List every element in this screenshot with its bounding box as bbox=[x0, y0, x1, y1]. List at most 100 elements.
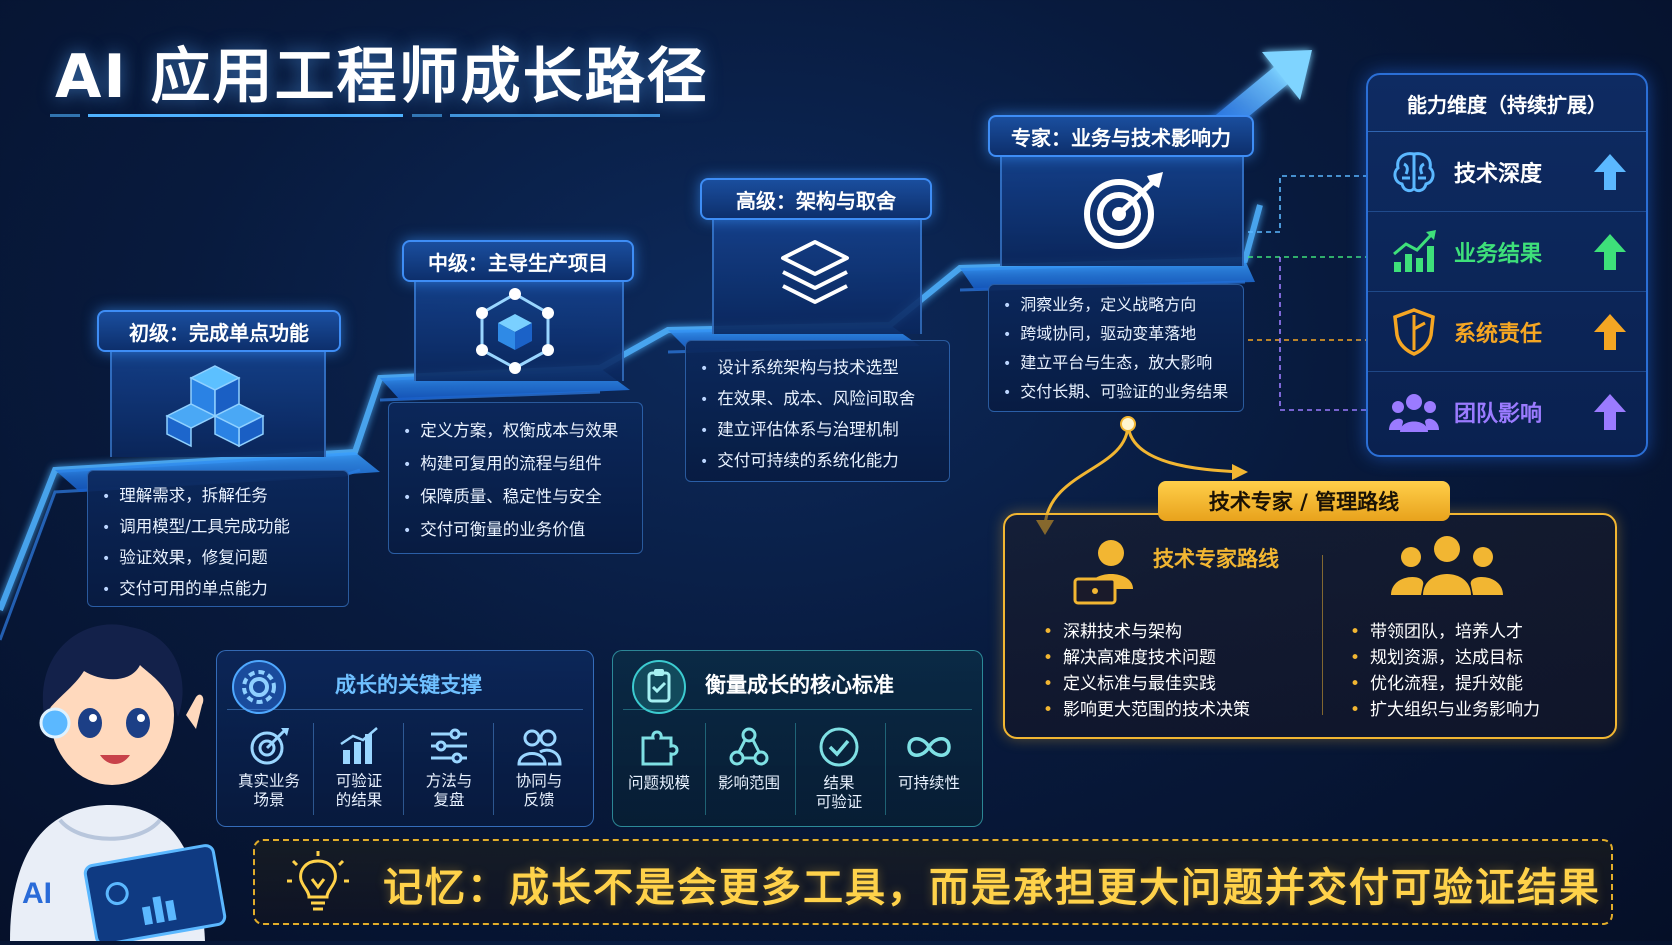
panel-divider bbox=[623, 709, 972, 710]
page-title: AI 应用工程师成长路径 bbox=[55, 42, 709, 112]
item-divider bbox=[795, 723, 796, 815]
capability-panel: 能力维度（持续扩展） 技术深度 业务结果 系统责任 bbox=[1366, 73, 1648, 457]
list-item: 跨域协同，驱动变革落地 bbox=[1003, 320, 1229, 349]
stage-3-label: 高级：架构与取舍 bbox=[700, 178, 932, 220]
memo-text: 记忆：成长不是会更多工具，而是承担更大问题并交付可验证结果 bbox=[383, 865, 1601, 911]
ai-mascot-illustration: AI bbox=[0, 605, 240, 945]
sliders-icon bbox=[431, 728, 467, 764]
stage-2-label: 中级：主导生产项目 bbox=[402, 240, 634, 282]
standard-item-label: 结果可验证 bbox=[815, 774, 863, 811]
stage-1-bullets: 理解需求，拆解任务 调用模型/工具完成功能 验证效果，修复问题 交付可用的单点能… bbox=[87, 470, 349, 607]
list-item: 扩大组织与业务影响力 bbox=[1350, 697, 1540, 723]
lightbulb-icon bbox=[285, 849, 351, 919]
engineer-laptop-icon bbox=[1071, 533, 1145, 611]
standard-item-label: 可持续性 bbox=[897, 774, 960, 792]
nodes-icon bbox=[729, 727, 769, 766]
check-circle-icon bbox=[819, 727, 859, 767]
list-item: 设计系统架构与技术选型 bbox=[700, 353, 935, 384]
list-item: 优化流程，提升效能 bbox=[1350, 671, 1540, 697]
network-cube-icon bbox=[470, 288, 560, 374]
brain-icon bbox=[1388, 146, 1440, 198]
standard-item-sustainability: 可持续性 bbox=[885, 726, 973, 793]
list-item: 调用模型/工具完成功能 bbox=[102, 512, 334, 543]
arrow-up-icon bbox=[1594, 314, 1626, 350]
target-icon bbox=[1078, 168, 1170, 254]
expert-route-title: 技术专家路线 bbox=[1153, 547, 1279, 571]
list-item: 交付长期、可验证的业务结果 bbox=[1003, 378, 1229, 407]
arrow-up-icon bbox=[1594, 234, 1626, 270]
list-item: 交付可持续的系统化能力 bbox=[700, 446, 935, 477]
list-item: 解决高难度技术问题 bbox=[1043, 645, 1250, 671]
list-item: 洞察业务，定义战略方向 bbox=[1003, 291, 1229, 320]
people-icon bbox=[517, 729, 562, 766]
route-divider bbox=[1322, 555, 1323, 715]
cube-cluster-icon bbox=[160, 360, 270, 450]
support-item-real-business: 真实业务场景 bbox=[225, 726, 313, 810]
capability-row-tech-depth: 技术深度 bbox=[1368, 133, 1646, 212]
capability-connectors bbox=[1248, 175, 1366, 411]
item-divider bbox=[885, 723, 886, 815]
puzzle-icon bbox=[641, 730, 679, 766]
layers-icon bbox=[772, 232, 858, 312]
gear-icon bbox=[231, 659, 287, 719]
arrow-up-icon bbox=[1594, 394, 1626, 430]
core-standards-title: 衡量成长的核心标准 bbox=[705, 673, 894, 697]
shield-icon bbox=[1388, 306, 1440, 358]
expert-route-list: 深耕技术与架构 解决高难度技术问题 定义标准与最佳实践 影响更大范围的技术决策 bbox=[1043, 619, 1250, 723]
standard-item-verifiable: 结果可验证 bbox=[795, 726, 883, 812]
item-divider bbox=[313, 723, 314, 815]
support-item-label: 协同与反馈 bbox=[515, 772, 563, 809]
list-item: 建立评估体系与治理机制 bbox=[700, 415, 935, 446]
standard-item-label: 问题规模 bbox=[627, 774, 690, 792]
management-route-list: 带领团队，培养人才 规划资源，达成目标 优化流程，提升效能 扩大组织与业务影响力 bbox=[1350, 619, 1540, 723]
career-routes-tag: 技术专家 / 管理路线 bbox=[1158, 481, 1450, 521]
standard-item-problem-scale: 问题规模 bbox=[615, 726, 703, 793]
clipboard-icon bbox=[631, 659, 687, 719]
list-item: 交付可用的单点能力 bbox=[102, 574, 334, 605]
route-branch-connector bbox=[1043, 423, 1241, 526]
svg-text:AI: AI bbox=[22, 877, 52, 910]
list-item: 定义标准与最佳实践 bbox=[1043, 671, 1250, 697]
core-standards-panel: 衡量成长的核心标准 问题规模 影响范围 结果可验证 可持续性 bbox=[612, 650, 983, 827]
capability-label: 技术深度 bbox=[1454, 162, 1543, 187]
stage-4-bullets: 洞察业务，定义战略方向 跨域协同，驱动变革落地 建立平台与生态，放大影响 交付长… bbox=[988, 284, 1244, 412]
title-underline bbox=[50, 114, 660, 117]
target-arrow-icon bbox=[250, 728, 289, 765]
list-item: 深耕技术与架构 bbox=[1043, 619, 1250, 645]
item-divider bbox=[493, 723, 494, 815]
capability-label: 业务结果 bbox=[1454, 242, 1543, 267]
stage-1-label: 初级：完成单点功能 bbox=[97, 310, 341, 352]
list-item: 构建可复用的流程与组件 bbox=[403, 448, 628, 481]
stage-4-label: 专家：业务与技术影响力 bbox=[988, 115, 1254, 157]
support-item-label: 真实业务场景 bbox=[237, 772, 300, 809]
support-item-collaboration: 协同与反馈 bbox=[495, 726, 583, 810]
list-item: 带领团队，培养人才 bbox=[1350, 619, 1540, 645]
support-item-method-review: 方法与复盘 bbox=[405, 726, 493, 810]
support-item-label: 可验证的结果 bbox=[335, 772, 383, 809]
list-item: 理解需求，拆解任务 bbox=[102, 481, 334, 512]
list-item: 交付可衡量的业务价值 bbox=[403, 514, 628, 547]
list-item: 定义方案，权衡成本与效果 bbox=[403, 415, 628, 448]
capability-row-team-influence: 团队影响 bbox=[1368, 373, 1646, 451]
capability-row-business-results: 业务结果 bbox=[1368, 213, 1646, 292]
capability-panel-title: 能力维度（持续扩展） bbox=[1368, 75, 1646, 132]
management-team-icon bbox=[1389, 533, 1505, 607]
stage-3-bullets: 设计系统架构与技术选型 在效果、成本、风险间取舍 建立评估体系与治理机制 交付可… bbox=[685, 340, 950, 482]
career-routes-panel: 技术专家路线 深耕技术与架构 解决高难度技术问题 定义标准与最佳实践 影响更大范… bbox=[1003, 513, 1617, 739]
list-item: 规划资源，达成目标 bbox=[1350, 645, 1540, 671]
support-item-verifiable-results: 可验证的结果 bbox=[315, 726, 403, 810]
bar-chart-icon bbox=[340, 727, 378, 764]
key-support-title: 成长的关键支撑 bbox=[335, 673, 482, 697]
standard-item-label: 影响范围 bbox=[717, 774, 780, 792]
growth-chart-icon bbox=[1388, 226, 1440, 278]
list-item: 建立平台与生态，放大影响 bbox=[1003, 349, 1229, 378]
key-support-panel: 成长的关键支撑 真实业务场景 可验证的结果 方法与复盘 协同与反馈 bbox=[216, 650, 594, 827]
stage-2-bullets: 定义方案，权衡成本与效果 构建可复用的流程与组件 保障质量、稳定性与安全 交付可… bbox=[388, 402, 643, 554]
infinity-icon bbox=[907, 737, 951, 757]
item-divider bbox=[705, 723, 706, 815]
team-icon bbox=[1388, 386, 1440, 438]
list-item: 在效果、成本、风险间取舍 bbox=[700, 384, 935, 415]
list-item: 保障质量、稳定性与安全 bbox=[403, 481, 628, 514]
capability-row-system-responsibility: 系统责任 bbox=[1368, 293, 1646, 372]
panel-divider bbox=[227, 709, 583, 710]
